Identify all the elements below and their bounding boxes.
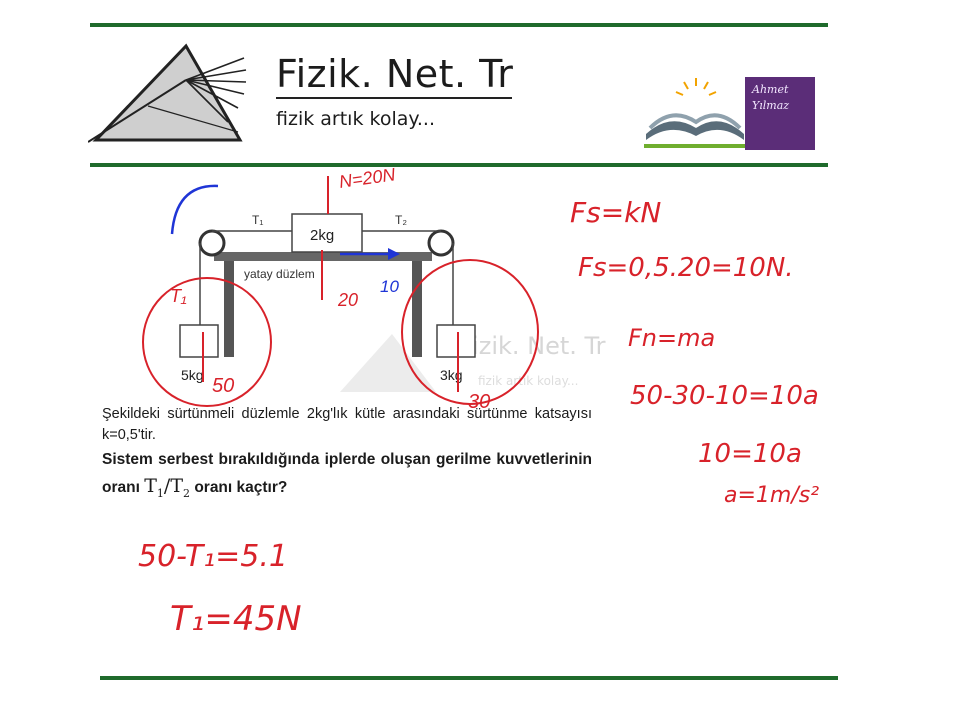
table-leg-right	[412, 261, 422, 357]
pulley-right	[427, 229, 455, 257]
rotation-arrow-icon	[170, 184, 219, 235]
brand-tagline: fizik artık kolay...	[276, 108, 436, 130]
author-first-name: Ahmet	[752, 83, 789, 96]
bottom-rule	[100, 676, 838, 680]
weight-left-label: 50	[212, 375, 234, 397]
eq-t1-result: T₁=45N	[170, 599, 302, 639]
tension-right-label: T₂	[395, 213, 407, 227]
author-name: Ahmet Yılmaz	[752, 82, 812, 114]
eq-simplify: 10=10a	[698, 439, 802, 469]
friction-value: 10	[380, 277, 399, 296]
eq-net-force: 50-30-10=10a	[630, 381, 819, 411]
brand-title: Fizik. Net. Tr	[276, 52, 514, 96]
brand-underline	[276, 97, 512, 99]
watermark-title: Fizik. Net. Tr	[460, 332, 606, 360]
prism-logo-icon	[88, 43, 247, 143]
header-divider	[90, 163, 828, 167]
watermark-prism-icon	[340, 334, 436, 392]
top-rule	[90, 23, 828, 27]
right-mass-box	[436, 324, 476, 358]
normal-force-label: N=20N	[338, 164, 398, 192]
problem-statement: Şekildeki sürtünmeli düzlemle 2kg'lık kü…	[102, 404, 592, 507]
table-leg-left	[224, 261, 234, 357]
center-mass-label: 2kg	[310, 227, 334, 244]
tension-left-label: T₁	[252, 213, 263, 227]
eq-friction-value: Fs=0,5.20=10N.	[578, 253, 794, 283]
eq-newton: Fn=ma	[628, 324, 715, 352]
problem-given: Şekildeki sürtünmeli düzlemle 2kg'lık kü…	[102, 406, 592, 443]
friction-arrowhead-icon	[388, 248, 400, 260]
eq-t1-setup: 50-T₁=5.1	[138, 539, 288, 574]
eq-acceleration: a=1m/s²	[724, 483, 819, 508]
weight-center-label: 20	[337, 290, 358, 310]
weight-right-label: 30	[468, 391, 490, 413]
right-mass-label: 3kg	[440, 367, 463, 383]
open-book-icon	[644, 78, 746, 148]
problem-question-end: oranı kaçtır?	[194, 479, 288, 496]
left-mass-box	[179, 324, 219, 358]
pulley-left	[198, 229, 226, 257]
left-mass-label: 5kg	[181, 367, 204, 383]
left-mass-circle	[142, 277, 272, 407]
right-mass-circle	[401, 259, 539, 405]
t1-annotation: T₁	[170, 286, 187, 306]
problem-question-text: Sistem serbest bırakıldığında iplerde ol…	[102, 451, 592, 496]
watermark-tagline: fizik artık kolay...	[478, 374, 578, 388]
author-badge	[745, 77, 815, 150]
problem-question: Sistem serbest bırakıldığında iplerde ol…	[102, 446, 592, 507]
author-last-name: Yılmaz	[752, 99, 790, 112]
tension-ratio: T1/T2	[144, 475, 190, 500]
eq-friction-formula: Fs=kN	[570, 196, 661, 229]
surface-label: yatay düzlem	[244, 267, 315, 281]
